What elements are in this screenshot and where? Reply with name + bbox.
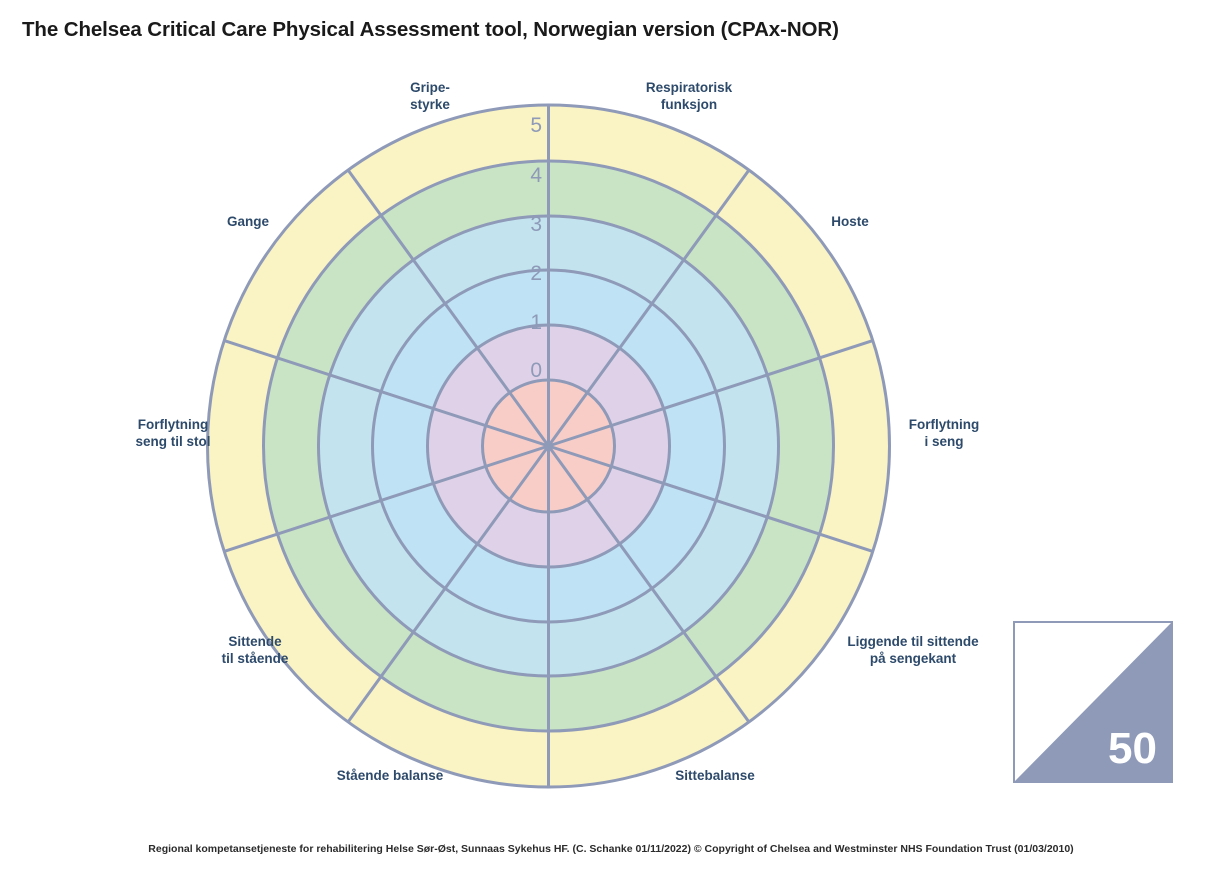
total-score-box: 50: [1013, 621, 1173, 783]
spoke-gripe-styrke: [346, 169, 550, 447]
axis-label-liggende-til-sittende-pa-sengekant: Liggende til sittende på sengekant: [847, 634, 979, 666]
axis-label-respiratorisk-funksjon: Respiratorisk funksjon: [645, 80, 733, 112]
axis-label-sittende-til-staende: Sittende til stående: [221, 634, 289, 666]
spoke-gange: [223, 339, 549, 448]
footer-copyright: Regional kompetansetjeneste for rehabili…: [148, 843, 1074, 855]
axis-label-staende-balanse: Stående balanse: [336, 768, 444, 783]
spoke-sittebalanse: [547, 445, 751, 723]
scale-number-5: 5: [530, 114, 542, 137]
axis-label-hoste: Hoste: [831, 214, 869, 229]
axis-label-forflytning-i-seng: Forflytning i seng: [908, 417, 980, 449]
score-diagonal-fill: [1015, 623, 1171, 781]
axis-label-gripe-styrke: Gripe- styrke: [410, 80, 450, 112]
page-title: The Chelsea Critical Care Physical Asses…: [22, 18, 839, 41]
scale-number-2: 2: [530, 262, 542, 285]
spoke-liggende-til-sittende: [548, 444, 874, 553]
scale-number-4: 4: [530, 164, 542, 187]
scale-number-0: 0: [530, 359, 542, 382]
radar-spokes: [223, 105, 874, 787]
scale-number-3: 3: [530, 213, 542, 236]
axis-label-gange: Gange: [226, 214, 269, 229]
axis-label-forflytning-seng-til-stol: Forflytning seng til stol: [135, 417, 211, 449]
spoke-sittende-til-staende: [346, 445, 550, 723]
total-score-value: 50: [1108, 724, 1157, 773]
spoke-forflytning-seng-til-stol: [223, 444, 549, 553]
axis-label-sittebalanse: Sittebalanse: [675, 768, 755, 783]
spoke-forflytning-i-seng: [548, 339, 874, 448]
spoke-hoste: [547, 169, 751, 447]
scale-number-1: 1: [530, 311, 542, 334]
